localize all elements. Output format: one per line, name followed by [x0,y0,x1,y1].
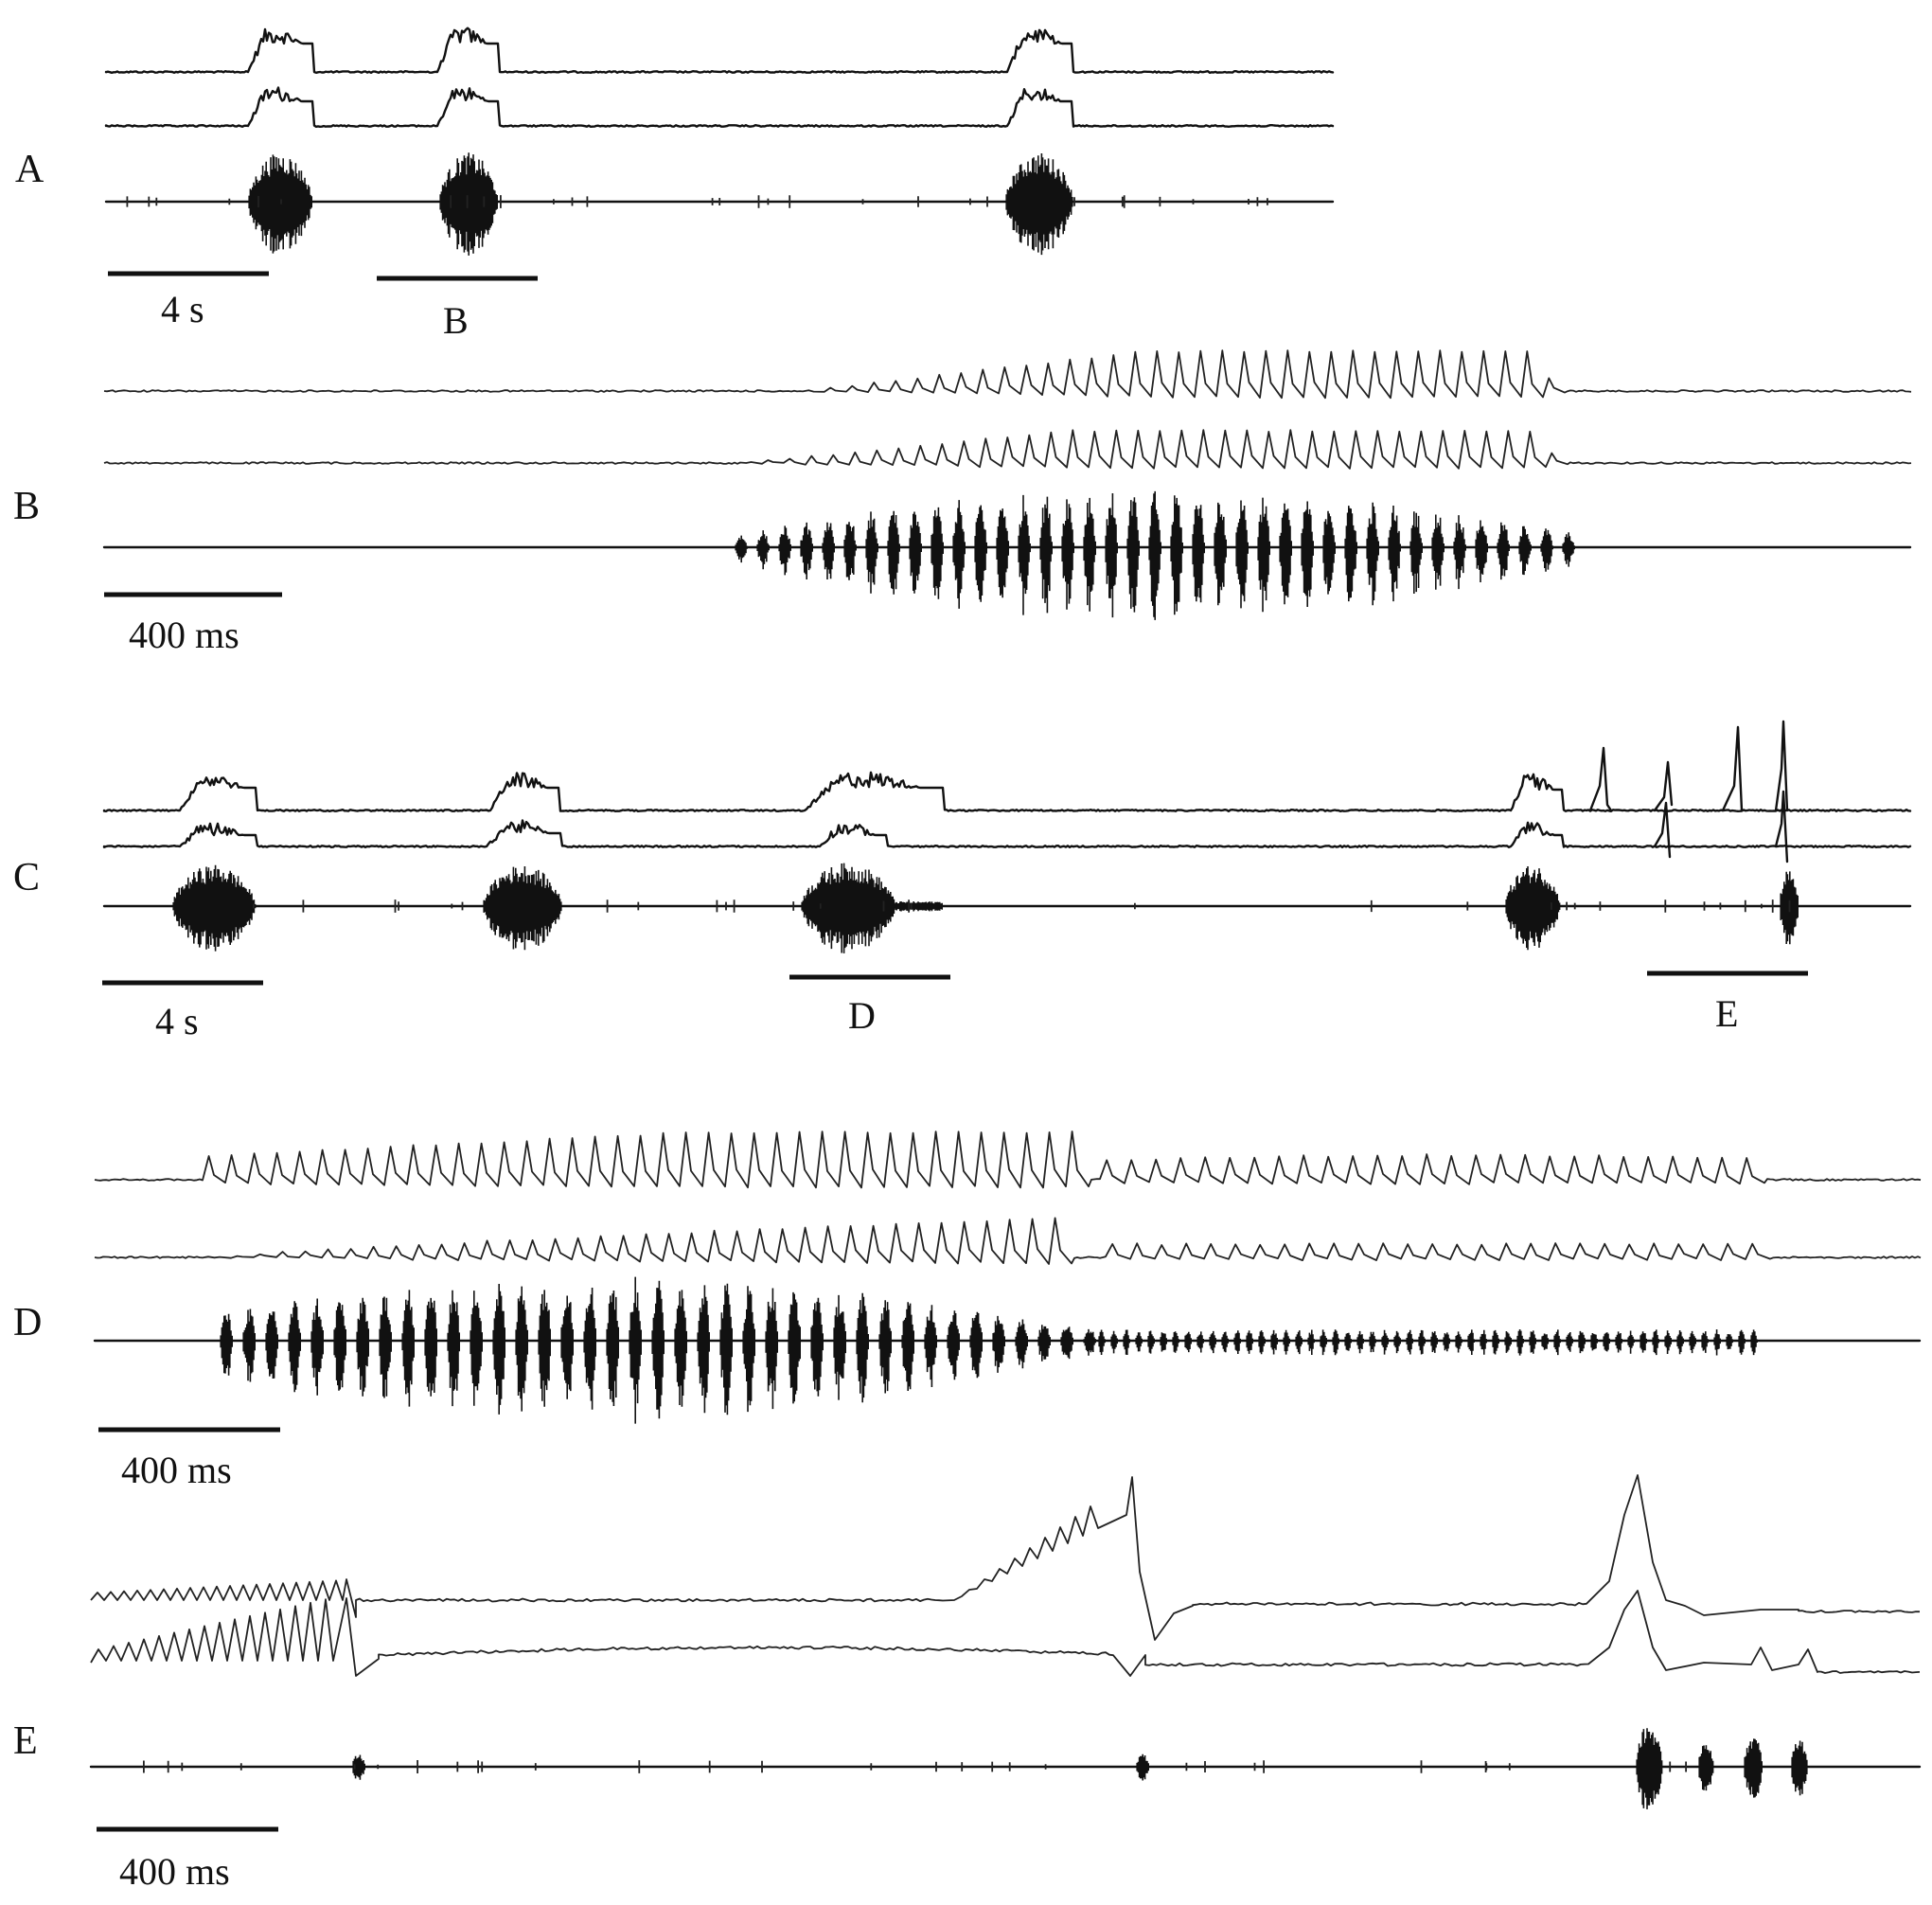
panel-b-label: B [13,485,40,528]
panel-e-trace-3-burst [1744,1738,1763,1798]
panel-c-marker-e-label: E [1715,992,1738,1035]
panel-c-spikes-2 [1653,790,1789,863]
panel-a-trace-3-burst [248,154,312,254]
panel-c-marker-d-label: D [848,994,876,1037]
panel-a-marker-b-label: B [443,299,469,342]
panel-a-trace-3-noise [126,195,1268,208]
panel-a-label: A [15,148,44,191]
panel-b-trace-2 [103,429,1912,470]
panel-b-traces [102,349,1912,620]
panel-d-scale-label: 400 ms [121,1449,232,1491]
panel-a-scale-label: 4 s [161,288,204,330]
panel-e-trace-3-burst [1136,1754,1149,1781]
panel-e-trace-3-burst [1698,1745,1714,1791]
panel-b-trace-1 [103,349,1912,400]
panel-c-trace-3-noise [253,899,1791,913]
panel-e-trace-3-burst [1791,1740,1808,1796]
panel-c-trace-3-burst [172,864,257,952]
panel-a: A 4 s B [15,27,1335,342]
panel-e-traces [89,1474,1922,1809]
panel-c-trace-3-burst [801,863,896,953]
panel-c-trace-3-burst [483,866,562,951]
panel-d-label: D [13,1301,42,1344]
panel-a-trace-1 [104,27,1335,74]
panel-c-scale-label: 4 s [155,1000,199,1042]
panel-c-label: C [13,856,40,899]
panel-d-trace-2 [94,1217,1922,1265]
panel-d: D 400 ms [13,1131,1922,1491]
panel-e-trace-2 [90,1590,1921,1677]
panel-b-scale-label: 400 ms [129,614,239,656]
panel-c-trace-3-burst [895,901,943,912]
panel-a-traces [104,27,1335,256]
panel-e: E 400 ms [13,1474,1922,1893]
panel-c-traces [102,720,1912,953]
panel-d-trace-1 [94,1131,1922,1189]
panel-c-trace-3-burst [1505,866,1561,951]
panel-a-trace-3-burst [1005,153,1073,256]
panel-c-spikes-1 [1588,720,1789,812]
panel-e-trace-3-noise [143,1760,1687,1773]
panel-d-traces [93,1131,1922,1424]
panel-b: B 400 ms [13,349,1912,656]
panel-c: C 4 s D E [13,720,1912,1042]
panel-c-trace-1 [102,771,1912,812]
panel-b-trace-3-bursts [735,490,1575,620]
panel-e-label: E [13,1719,38,1763]
panel-e-scale-label: 400 ms [119,1850,230,1893]
panel-e-trace-3-burst [1636,1728,1663,1809]
panel-d-trace-3-bursts [220,1276,1758,1424]
panel-c-trace-2 [102,819,1912,848]
panel-a-trace-3-burst [439,152,498,256]
panel-e-trace-1 [90,1474,1921,1641]
panel-a-trace-2 [104,86,1335,128]
